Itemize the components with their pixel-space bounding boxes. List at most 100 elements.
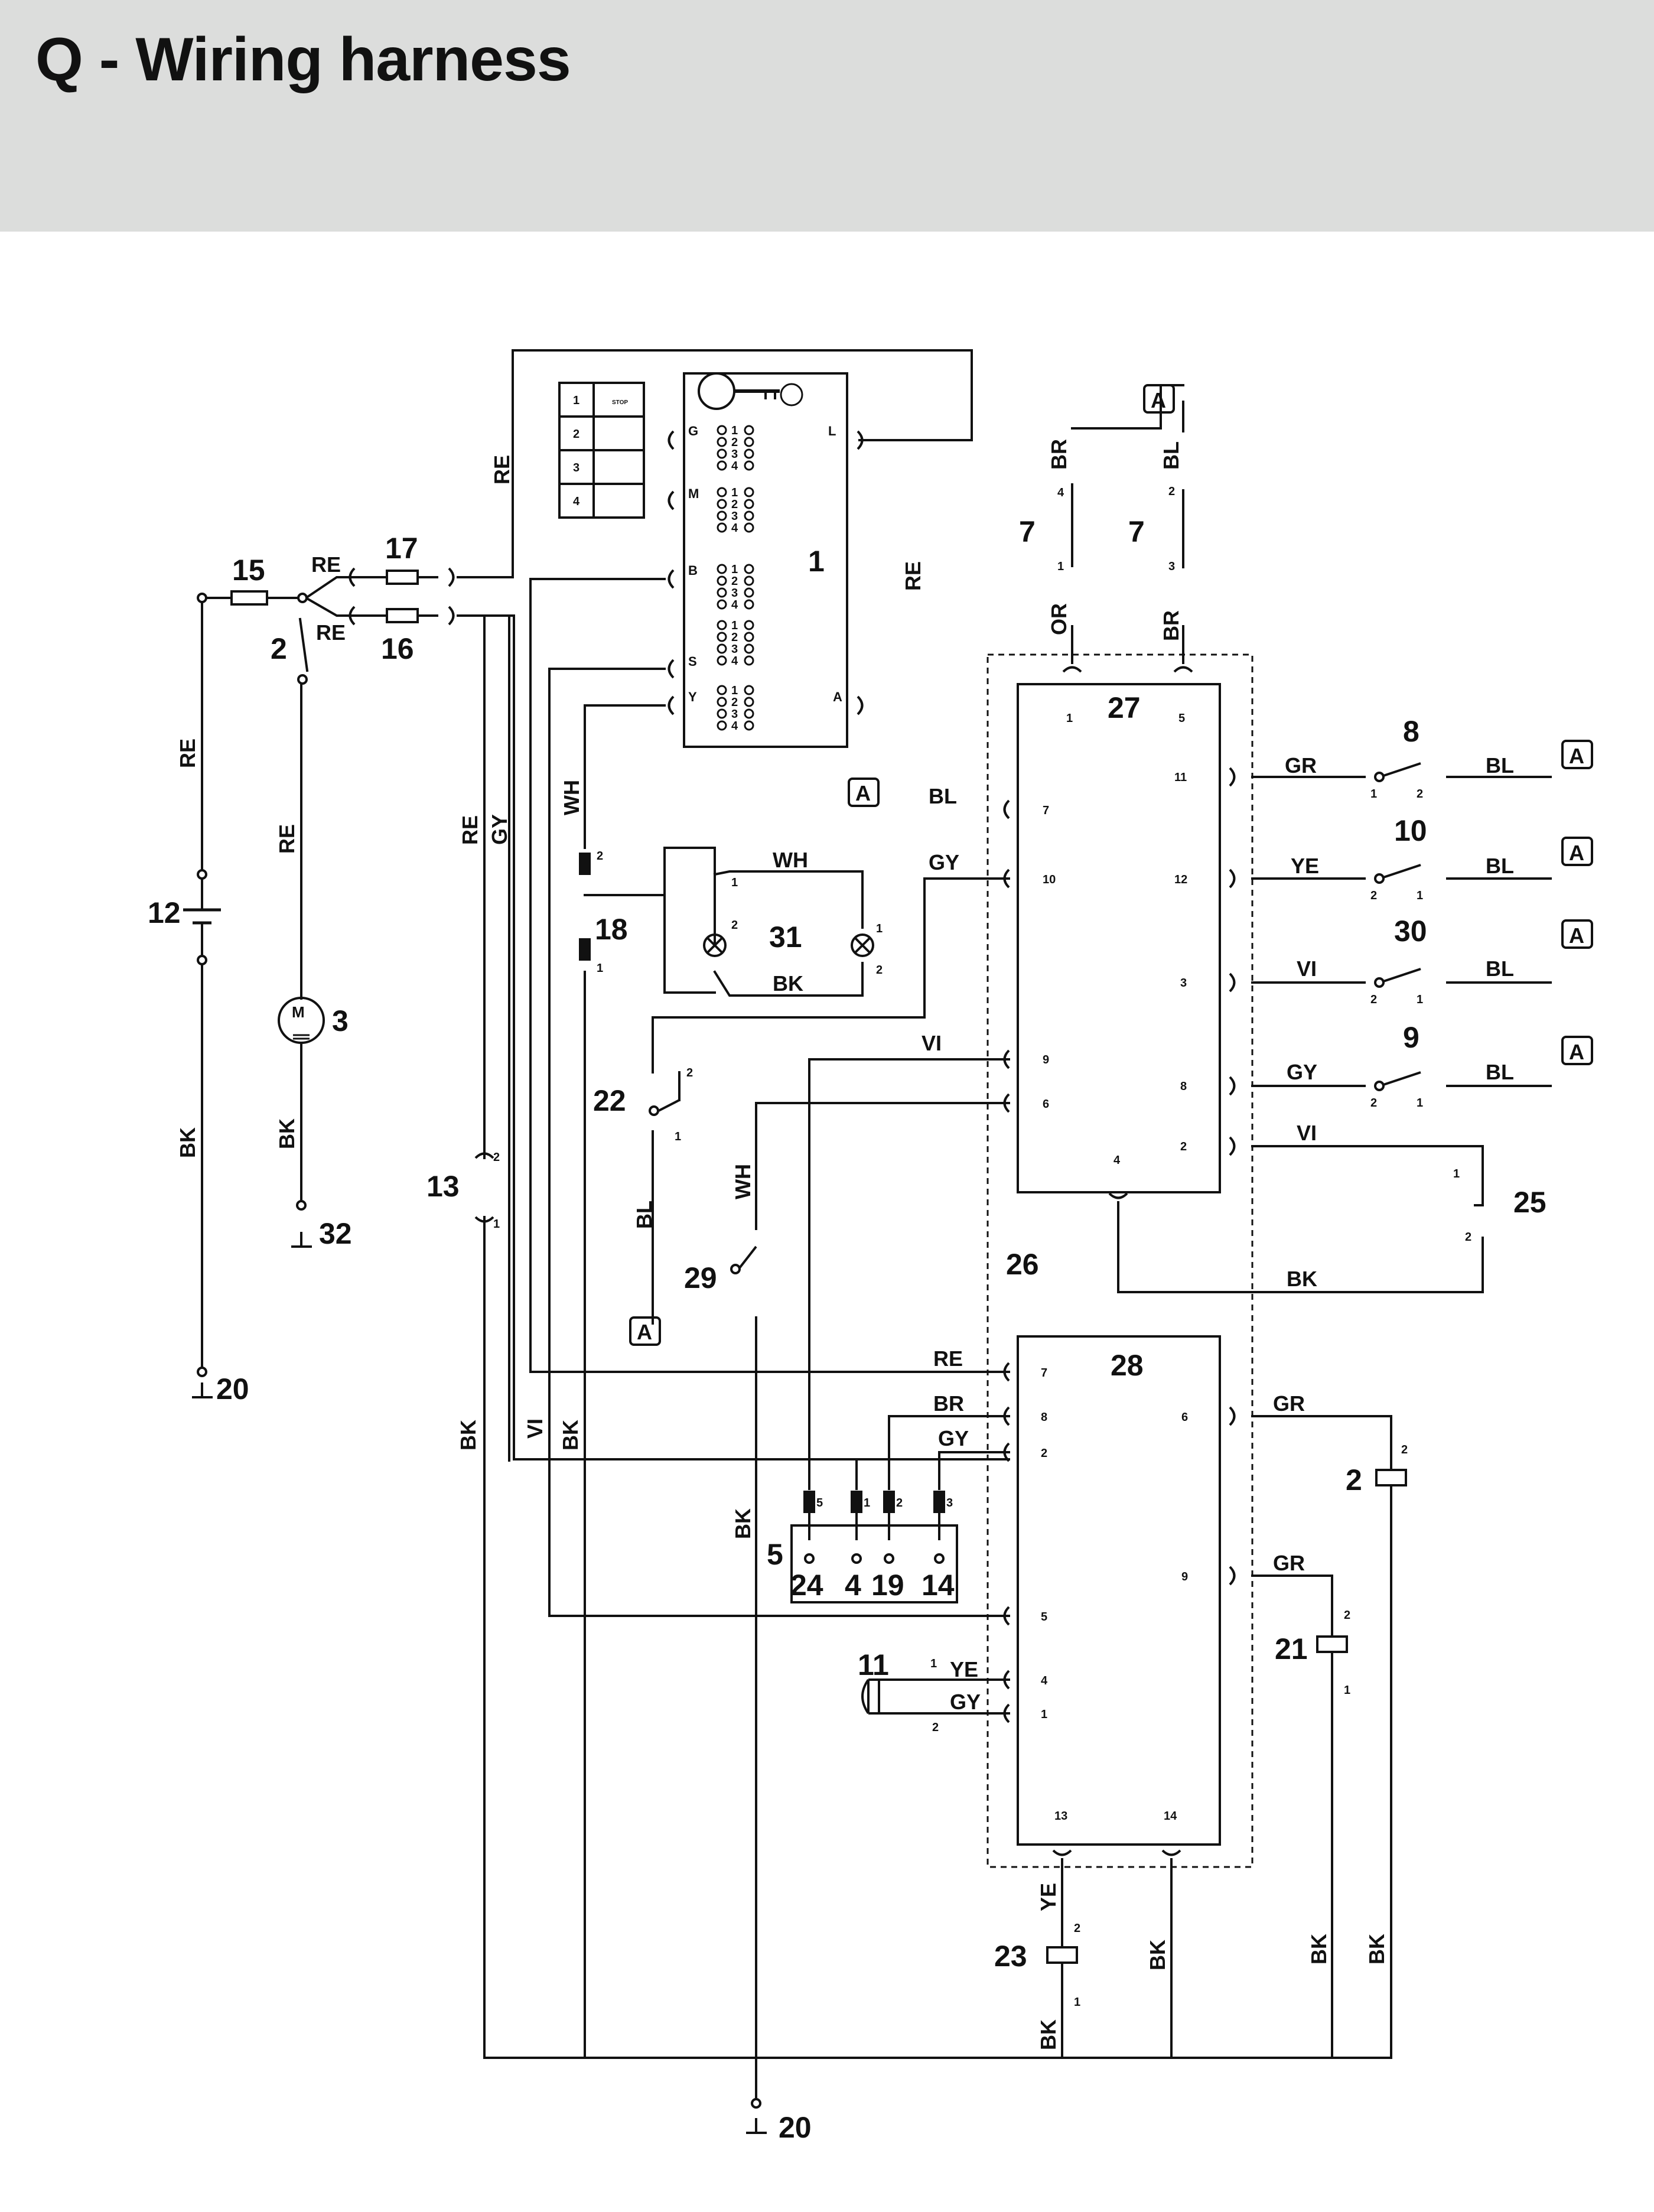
lamp-31b bbox=[851, 933, 874, 957]
wire-label-bk-5: BK bbox=[175, 1127, 200, 1158]
dashboard-pin-number: 4 bbox=[731, 655, 738, 668]
marker-a-30 bbox=[1561, 919, 1593, 949]
dashboard-pin-circle bbox=[717, 575, 727, 586]
dashboard-pin-circle bbox=[744, 708, 754, 719]
pin-label-37: 2 bbox=[1417, 788, 1423, 801]
dashboard-pin-circle bbox=[717, 697, 727, 707]
label-component-25: 25 bbox=[1513, 1186, 1546, 1219]
terminal-b: B bbox=[688, 563, 698, 578]
pin-label-6: 11 bbox=[1174, 771, 1187, 784]
label-component-22: 22 bbox=[593, 1084, 626, 1117]
wire-label-bk-23: BK bbox=[558, 1420, 582, 1450]
pin-label-8: 3 bbox=[1180, 977, 1187, 990]
wire-label-re-10: RE bbox=[901, 561, 925, 591]
dashboard-pin-circle bbox=[717, 655, 727, 666]
pin-label-41: 1 bbox=[1417, 993, 1423, 1006]
dashboard-pin-number: 2 bbox=[731, 631, 738, 644]
dashboard-pin-number: 4 bbox=[731, 522, 738, 535]
wire-label-wh-17: WH bbox=[731, 1164, 755, 1199]
pin-label-16: 4 bbox=[1041, 1674, 1048, 1687]
label-component-29: 29 bbox=[684, 1261, 717, 1294]
dashboard-pin-circle bbox=[717, 499, 727, 509]
pin-label-11: 4 bbox=[1113, 1154, 1121, 1167]
pin-label-26: 2 bbox=[686, 1066, 693, 1079]
terminal-s: S bbox=[688, 654, 697, 669]
pin-label-36: 1 bbox=[1370, 788, 1377, 801]
wire-label-bl-16: BL bbox=[632, 1201, 656, 1229]
wire-label-or-29: OR bbox=[1047, 603, 1071, 635]
components bbox=[183, 384, 1593, 2134]
label-component-32: 32 bbox=[319, 1217, 352, 1250]
pin-label-4: 9 bbox=[1043, 1053, 1049, 1066]
dashboard-pin-number: 3 bbox=[731, 587, 738, 600]
dashboard-pin-circle bbox=[744, 425, 754, 435]
wire-label-bl-34: BL bbox=[1486, 854, 1514, 878]
pin-label-0: 1 bbox=[1066, 712, 1073, 725]
pin-label-10: 2 bbox=[1180, 1140, 1187, 1153]
pin-label-28: 2 bbox=[731, 919, 738, 932]
dashboard-pin-circle bbox=[744, 632, 754, 642]
conn5-pin-4: 4 bbox=[845, 1569, 861, 1602]
legend-row-3: 3 bbox=[573, 461, 579, 474]
connector-18a bbox=[579, 853, 591, 875]
label-component-30: 30 bbox=[1394, 915, 1427, 948]
label-component-10: 10 bbox=[1394, 814, 1427, 847]
label-component-20a: 20 bbox=[216, 1372, 249, 1406]
pin-label-50: 1 bbox=[1074, 1996, 1080, 2009]
marker-a-30-text: A bbox=[1569, 923, 1584, 948]
pin-label-20: 13 bbox=[1054, 1810, 1067, 1823]
pin-label-25: 1 bbox=[493, 1218, 500, 1231]
wire-label-vi-22: VI bbox=[523, 1419, 547, 1439]
label-component-20b: 20 bbox=[779, 2111, 812, 2144]
dashboard-pin-circle bbox=[744, 437, 754, 447]
pin-label-24: 2 bbox=[493, 1151, 500, 1164]
pin-label-2: 7 bbox=[1043, 804, 1049, 817]
dashboard-pin-circle bbox=[717, 564, 727, 574]
pin-label-27: 1 bbox=[675, 1130, 681, 1143]
dashboard-pin-circle bbox=[744, 599, 754, 610]
wire-label-bk-45: BK bbox=[1145, 1940, 1170, 1970]
marker-a-10 bbox=[1561, 837, 1593, 866]
label-component-26: 26 bbox=[1006, 1248, 1039, 1281]
pin-label-17: 1 bbox=[1041, 1708, 1047, 1721]
dashboard-pin-circle bbox=[717, 708, 727, 719]
legend-row-1: 1 bbox=[573, 394, 579, 407]
pin-label-33: 1 bbox=[1057, 560, 1064, 573]
label-component-28: 28 bbox=[1111, 1349, 1144, 1382]
conn5-pin-24: 24 bbox=[790, 1569, 823, 1602]
fuse-15 bbox=[230, 590, 268, 606]
marker-a-left-text: A bbox=[855, 781, 871, 805]
wire-label-bk-14: BK bbox=[773, 971, 803, 996]
dashboard-pin-number: 2 bbox=[731, 436, 738, 449]
terminal-m: M bbox=[688, 486, 699, 501]
terminal-a: A bbox=[833, 689, 842, 704]
wire-label-gy-8: GY bbox=[487, 814, 512, 845]
pin-label-42: 2 bbox=[1370, 1097, 1377, 1110]
labels: 1 2 2 3 5 7 7 8 9 10 11 12 13 15 16 17 1… bbox=[148, 388, 1584, 2144]
dashboard-pin-number: 3 bbox=[731, 643, 738, 656]
connector-18b bbox=[579, 938, 591, 961]
pin-label-23: 1 bbox=[597, 962, 603, 975]
motor-3 bbox=[278, 997, 325, 1044]
dashboard-pin-circle bbox=[744, 510, 754, 521]
wire-label-re-0: RE bbox=[311, 552, 341, 577]
terminal-y: Y bbox=[688, 689, 697, 704]
motor-symbol: M bbox=[292, 1003, 305, 1021]
dashboard-pin-circle bbox=[744, 697, 754, 707]
pin-label-44: 1 bbox=[1453, 1167, 1460, 1180]
label-component-16: 16 bbox=[381, 632, 414, 665]
dashboard-pin-number: 1 bbox=[731, 684, 738, 697]
pin-label-5: 6 bbox=[1043, 1098, 1049, 1111]
ecu-26 bbox=[986, 653, 1253, 1868]
conn5-tab-5: 5 bbox=[816, 1497, 823, 1510]
plug-connectors bbox=[349, 430, 1236, 1856]
label-component-7b: 7 bbox=[1128, 515, 1145, 548]
pin-label-30: 1 bbox=[876, 922, 883, 935]
dashboard-pin-number: 2 bbox=[731, 575, 738, 588]
dashboard-pin-circle bbox=[717, 510, 727, 521]
pin-label-38: 2 bbox=[1370, 889, 1377, 902]
marker-a-top-text: A bbox=[1151, 388, 1166, 412]
wire-label-gr-31: GR bbox=[1285, 753, 1317, 778]
wire-label-bk-46: BK bbox=[1307, 1934, 1331, 1964]
